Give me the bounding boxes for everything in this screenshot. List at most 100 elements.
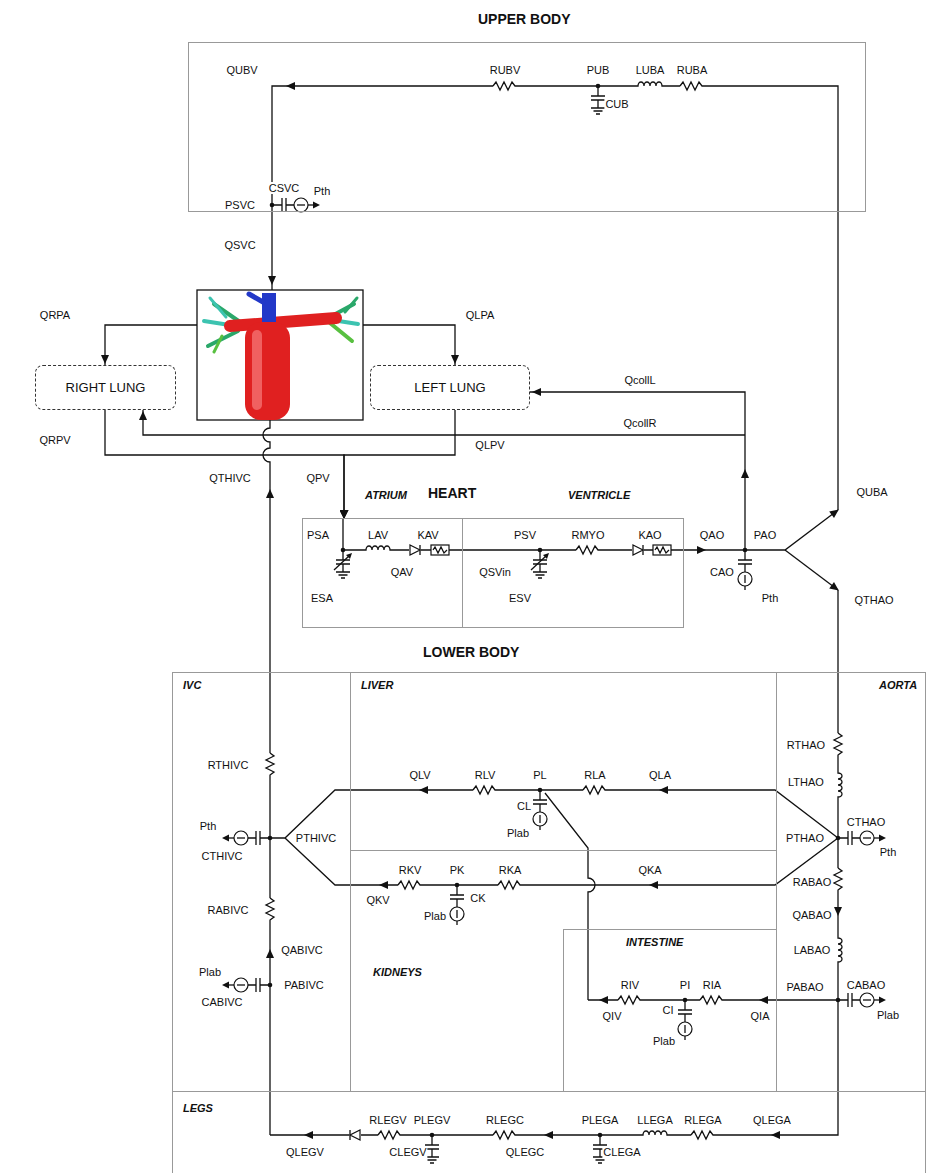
arrow-head <box>346 553 352 559</box>
flow-arrow <box>286 82 295 90</box>
wire <box>272 86 838 510</box>
ground <box>591 108 605 114</box>
circuit-label: QAO <box>699 529 725 541</box>
branch <box>345 298 357 312</box>
resistor-symbol <box>493 81 517 91</box>
circuit-label: QUBA <box>855 486 888 498</box>
arrow-head <box>266 949 274 958</box>
lung-box: RIGHT LUNG <box>35 365 176 410</box>
circuit-label: CSVC <box>268 182 301 194</box>
conduit <box>245 322 290 420</box>
arrow-head <box>649 881 658 889</box>
arrow-head <box>286 82 295 90</box>
zigzag <box>378 1131 402 1139</box>
flow-arrow <box>599 996 608 1004</box>
diode-bar <box>349 1130 350 1140</box>
circuit-label: RLEGV <box>368 1114 407 1126</box>
zigzag <box>834 733 842 757</box>
coil <box>365 546 391 550</box>
svc-vessel <box>262 293 276 322</box>
wire-gap <box>493 81 517 91</box>
circuit-label: RABIVC <box>207 904 250 916</box>
wire-gap <box>637 80 663 92</box>
source-lead <box>744 586 745 590</box>
source-mark <box>297 204 305 205</box>
lung-box: LEFT LUNG <box>370 365 530 410</box>
zigzag <box>700 996 724 1004</box>
resistor-symbol <box>473 785 497 795</box>
diode-symbol <box>409 544 421 556</box>
inductor-symbol <box>832 772 844 798</box>
section-heading: HEART <box>426 485 478 501</box>
circuit-label: QcollR <box>622 417 657 429</box>
circuit-label: QKA <box>637 864 662 876</box>
resistor-symbol <box>265 898 275 922</box>
valve-box <box>431 545 449 555</box>
circuit-label: Plab <box>423 910 447 922</box>
source-mark <box>863 837 871 838</box>
pressure-source <box>450 907 464 921</box>
flow-arrow <box>532 388 541 396</box>
diode-body <box>633 545 643 555</box>
coil <box>642 1131 668 1135</box>
flow-arrow <box>649 881 658 889</box>
arrow-head <box>379 881 388 889</box>
zigzag <box>493 1131 517 1139</box>
inductor-symbol <box>832 937 844 963</box>
circuit-label: ESA <box>310 592 334 604</box>
resistor-symbol <box>691 1130 715 1140</box>
arrow-head <box>419 786 428 794</box>
elastance-arrow <box>334 556 349 570</box>
wire-gap <box>700 995 724 1005</box>
zigzag <box>680 82 704 90</box>
pressure-source <box>678 1022 692 1036</box>
zigzag <box>398 881 422 889</box>
circuit-label: RUBA <box>676 64 709 76</box>
inductor-symbol <box>642 1129 668 1141</box>
circuit-label: QRPA <box>39 309 71 321</box>
resistor-symbol <box>265 753 275 777</box>
circuit-label: PI <box>679 979 691 991</box>
branch <box>214 336 222 352</box>
section-heading: LOWER BODY <box>421 644 521 660</box>
elastance-arrow <box>531 556 546 570</box>
source-mark <box>237 984 245 985</box>
wire-gap <box>642 1129 668 1141</box>
circuit-label: RLV <box>474 769 497 781</box>
pressure-source <box>234 978 248 992</box>
capacitor-symbol <box>838 993 886 1007</box>
flow-connector <box>344 410 455 519</box>
section-heading: IVC <box>181 679 203 691</box>
circuit-label: QLA <box>648 769 672 781</box>
source-mark <box>539 815 540 823</box>
arrow-head <box>879 835 886 842</box>
flow-arrow <box>379 881 388 889</box>
source-mark <box>456 910 457 918</box>
pressure-source <box>860 993 874 1007</box>
capacitor-symbol <box>531 550 549 578</box>
circuit-label: QPV <box>305 472 330 484</box>
circuit-label: PTHIVC <box>295 832 337 844</box>
resistor-symbol <box>398 880 422 890</box>
valve-symbol <box>653 545 671 555</box>
circuit-label: CTHAO <box>846 816 887 828</box>
zigzag <box>266 753 274 777</box>
wire-gap <box>349 1129 361 1141</box>
zigzag <box>266 898 274 922</box>
plates <box>248 831 270 845</box>
resistor-symbol <box>493 1130 517 1140</box>
circuit-label: Plab <box>506 827 530 839</box>
plates <box>272 198 294 212</box>
plates <box>738 550 752 572</box>
circuit-label: PTHAO <box>785 832 825 844</box>
wire <box>530 392 745 550</box>
flow-connector <box>105 410 344 519</box>
portal-wire <box>545 793 595 1000</box>
arrow-head <box>101 355 109 364</box>
pressure-source <box>234 831 248 845</box>
circuit-label: LUBA <box>635 64 666 76</box>
capacitor-symbol <box>533 790 547 830</box>
section-heading: VENTRICLE <box>566 489 632 501</box>
circuit-label: Pth <box>313 185 332 197</box>
